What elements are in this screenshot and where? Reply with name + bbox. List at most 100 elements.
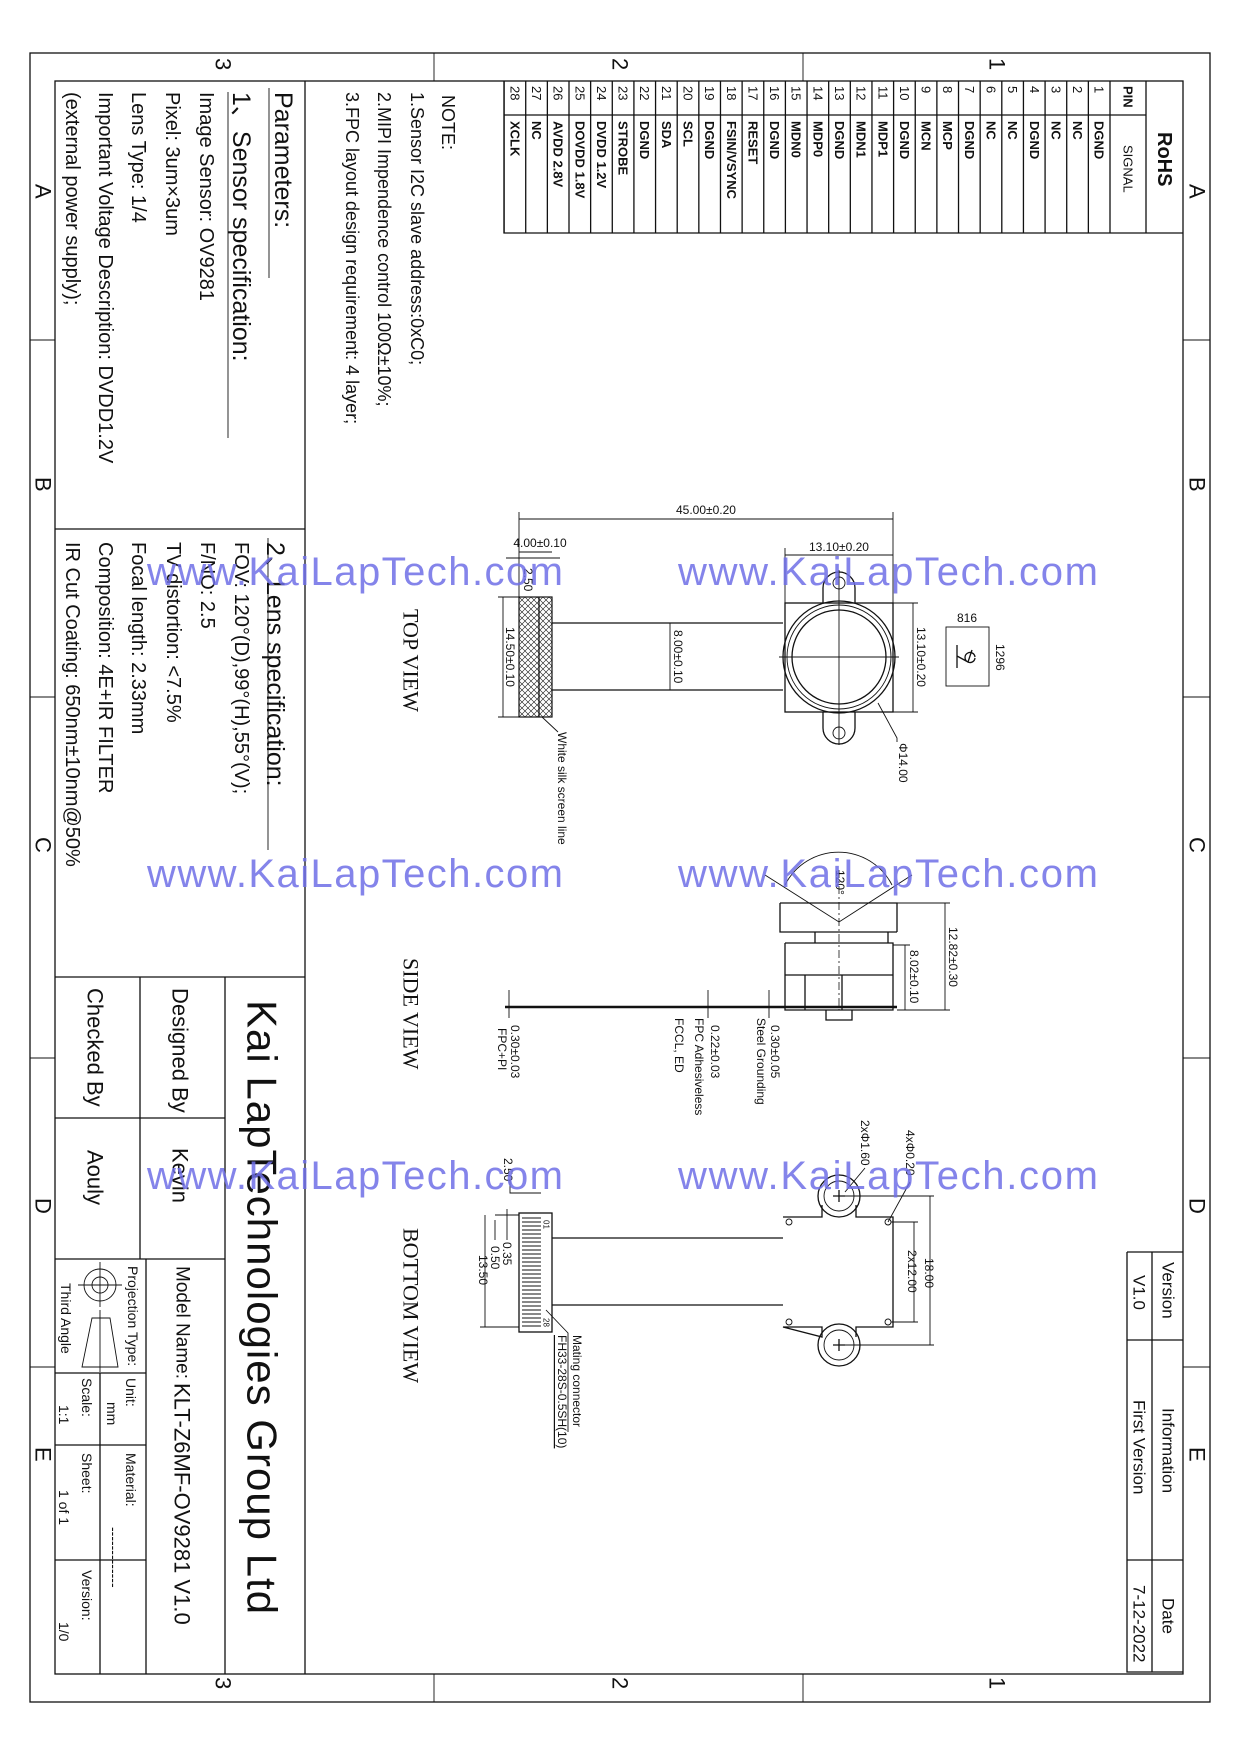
pin-signal: STROBE <box>616 121 631 176</box>
scale-label: Scale: <box>79 1378 95 1417</box>
title-block: Kai LapTechnologies Group Ltd Designed B… <box>55 977 286 1674</box>
dim-connector-height: 14.50±0.10 <box>503 627 517 687</box>
zone-number: 3 <box>211 1677 236 1689</box>
watermark: www.KaiLapTech.com <box>677 852 1098 896</box>
checked-by-value: Aouly <box>83 1150 108 1205</box>
pin-signal: RESET <box>745 121 760 164</box>
pin-number: 21 <box>659 86 674 100</box>
top-view-label: TOP VIEW <box>399 609 424 712</box>
pin-signal: DVDD 1.2V <box>594 121 609 189</box>
watermark: www.KaiLapTech.com <box>146 1154 563 1198</box>
pin-number: 7 <box>962 86 977 93</box>
lens-spec-line: Focal length: 2.33mm <box>127 542 149 734</box>
fpc-connector-pads <box>518 596 553 718</box>
pin-signal: SCL <box>681 121 696 147</box>
model-name-label: Model Name: <box>172 1266 193 1379</box>
parameters-section: Parameters: 1、Sensor specification: Imag… <box>61 88 297 867</box>
pin-number: 6 <box>983 86 998 93</box>
unit-value: mm <box>104 1402 120 1425</box>
pin-number: 14 <box>810 86 825 100</box>
mating-connector-label: Mating connector <box>570 1335 584 1427</box>
pin-number: 20 <box>681 86 696 100</box>
bottom-view-label: BOTTOM VIEW <box>399 1228 424 1383</box>
pin-signal: SDA <box>659 121 674 149</box>
watermark: www.KaiLapTech.com <box>146 550 563 594</box>
parameters-title: Parameters: <box>269 92 297 228</box>
sheet-border <box>29 52 1211 1703</box>
zone-number: 2 <box>608 1677 633 1689</box>
pin-signal: FSIN/VSYNC <box>724 121 739 200</box>
pin-table: RoHS PIN SIGNAL 1DGND2NC3NC4DGND5NC6NC7D… <box>503 81 1183 234</box>
adhesive-thickness: 0.22±0.03 <box>708 1025 722 1079</box>
revision-header-information: Information <box>1159 1408 1178 1493</box>
notes-title: NOTE: <box>438 95 458 150</box>
zone-number: 2 <box>608 58 633 70</box>
pin-number: 22 <box>637 86 652 100</box>
fov-angle: 120° <box>833 870 847 895</box>
company-name: Kai LapTechnologies Group Ltd <box>239 1000 286 1615</box>
pin-number: 19 <box>702 86 717 100</box>
sensor-spec-line: Lens Type: 1/4 <box>127 92 149 223</box>
connector-outline <box>518 1212 553 1333</box>
third-angle-projection-icon <box>78 1262 122 1372</box>
adhesive-material: FPC Adhesiveless <box>692 1018 706 1115</box>
pin-signal: NC <box>1005 121 1020 140</box>
dim-stiffener: 2.50 <box>521 568 535 592</box>
note-item: 2.MIPI Impendence control 100Ω±10%; <box>374 92 394 407</box>
pin-number: 16 <box>767 86 782 100</box>
side-view: SIDE VIEW 120° 12.82±0.30 8.02±0.10 0.30… <box>399 851 960 1115</box>
pin-signal: NC <box>1048 121 1063 140</box>
revision-version: V1.0 <box>1130 1275 1149 1310</box>
notes-section: NOTE: 1.Sensor I2C slave address:0xC0; 2… <box>342 92 458 424</box>
dim-ribbon-width: 8.00±0.10 <box>671 630 685 684</box>
pin-number: 1 <box>1092 86 1107 93</box>
pin-signal: MCN <box>919 121 934 151</box>
designed-by-label: Designed By <box>168 988 193 1113</box>
dim-offset: 2.50 <box>501 1158 515 1182</box>
note-item: 3.FPC layout design requirement: 4 layer… <box>342 92 362 424</box>
lens-spec-line: Composition: 4E+IR FILTER <box>94 542 116 793</box>
sensor-spec-line: Image Sensor: OV9281 <box>195 92 217 301</box>
pin-signal: MDN1 <box>854 121 869 158</box>
pin-number: 8 <box>940 86 955 93</box>
fpc-thickness: 0.30±0.03 <box>508 1025 522 1079</box>
model-name-value: KLT-Z6MF-OV9281 V1.0 <box>170 1383 195 1625</box>
mating-connector-part: FH33-28S-0.5SH(10) <box>555 1335 569 1448</box>
pin-signal: MDP1 <box>875 121 890 157</box>
pin-signal: DGND <box>637 121 652 159</box>
pin-number: 26 <box>551 86 566 100</box>
panel-dividers <box>55 81 306 1674</box>
watermark: www.KaiLapTech.com <box>677 1154 1098 1198</box>
small-holes-label: 4xΦ0.20 <box>903 1130 917 1176</box>
zone-letter: C <box>1185 837 1210 853</box>
designed-by-value: Kevin <box>168 1148 193 1203</box>
screw-holes-label: 2xΦ1.60 <box>858 1120 872 1166</box>
pin-number: 28 <box>507 86 522 100</box>
pin-number: 25 <box>572 86 587 100</box>
zone-letter: D <box>31 1198 56 1214</box>
pin-signal: XCLK <box>507 121 522 157</box>
pin-number: 9 <box>919 86 934 93</box>
pin-number: 23 <box>616 86 631 100</box>
note-item: 1.Sensor I2C slave address:0xC0; <box>407 92 427 365</box>
checked-by-label: Checked By <box>83 988 108 1107</box>
steel-material: Steel Grounding <box>754 1018 768 1105</box>
watermarks: www.KaiLapTech.com www.KaiLapTech.com ww… <box>146 550 1098 1198</box>
revision-header-date: Date <box>1159 1598 1178 1634</box>
pin-number: 4 <box>1027 86 1042 93</box>
pin-signal: DGND <box>832 121 847 159</box>
pin-number: 17 <box>745 86 760 100</box>
pin-number: 12 <box>854 86 869 100</box>
watermark: www.KaiLapTech.com <box>146 852 563 896</box>
material-value: ------------- <box>106 1527 122 1588</box>
pin-number: 13 <box>832 86 847 100</box>
zone-letter: A <box>1185 184 1210 199</box>
scale-value: 1:1 <box>56 1405 72 1425</box>
pin-first-label: 01 <box>542 1220 551 1229</box>
pin-signal: DGND <box>897 121 912 159</box>
qr-height: 1296 <box>993 644 1007 671</box>
zone-number: 1 <box>985 58 1010 70</box>
dim-holder-width: 13.10±0.20 <box>809 540 869 554</box>
